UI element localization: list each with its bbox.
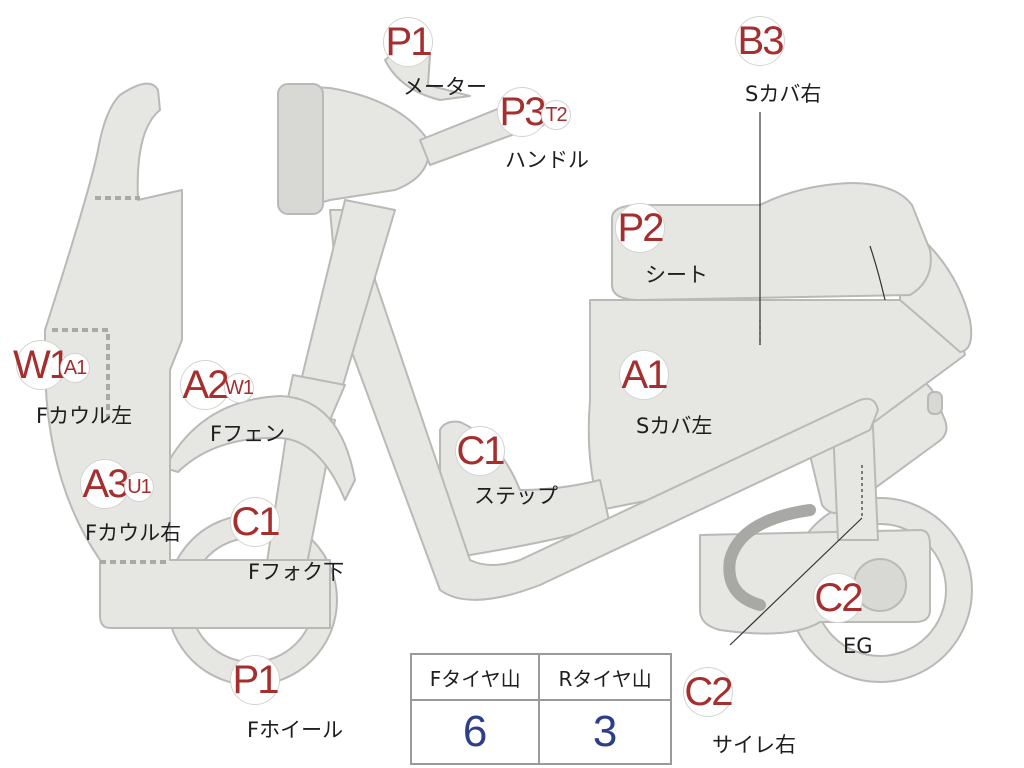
code-badge: A2 — [180, 360, 230, 410]
part-label-f-fork-lower: Fフォク下 — [248, 560, 345, 584]
code-badge: C2 — [683, 667, 734, 717]
front-fender — [164, 395, 356, 501]
part-label-f-wheel: Fホイール — [247, 718, 344, 742]
sub-code-badge: W1 — [224, 373, 254, 403]
sub-code-badge: T2 — [541, 100, 571, 130]
part-label-seat: シート — [645, 263, 708, 287]
code-badge: P1 — [383, 17, 433, 67]
muffler-pipe — [723, 504, 816, 611]
cowl-seam-mid — [52, 328, 110, 420]
marker-meter[interactable]: P1 — [383, 17, 433, 67]
marker-s-cover-right[interactable]: B3 — [735, 16, 785, 66]
part-label-meter: メーター — [403, 75, 487, 99]
part-label-f-fender: Fフェン — [210, 422, 286, 446]
part-label-engine: EG — [843, 634, 873, 658]
rear-tyre-header: Rタイヤ山 — [538, 653, 672, 701]
muffler-tip — [927, 391, 943, 415]
sub-code-badge: U1 — [124, 472, 154, 502]
marker-muffler-right[interactable]: C2 — [683, 667, 734, 717]
part-label-f-cowl-left: Fカウル左 — [36, 404, 133, 428]
front-tyre-header: Fタイヤ山 — [409, 653, 541, 701]
code-badge: W1 — [13, 340, 71, 390]
marker-f-wheel[interactable]: P1 — [230, 655, 280, 705]
marker-f-cowl-left[interactable]: W1 A1 — [13, 340, 90, 390]
part-label-f-cowl-right: Fカウル右 — [85, 521, 182, 545]
marker-f-cowl-right[interactable]: A3 U1 — [80, 459, 154, 509]
part-label-s-cover-left: Sカバ左 — [636, 414, 713, 438]
code-badge: P3 — [497, 87, 547, 137]
rear-tyre-value: 3 — [538, 699, 672, 765]
code-badge: C1 — [455, 426, 506, 476]
marker-seat[interactable]: P2 — [615, 203, 665, 253]
code-badge: P1 — [230, 655, 280, 705]
part-label-s-cover-right: Sカバ右 — [745, 82, 822, 106]
marker-handle[interactable]: P3 T2 — [497, 87, 571, 137]
front-tyre-value: 6 — [409, 699, 541, 765]
part-label-muffler-right: サイレ右 — [712, 733, 796, 757]
headlamp — [277, 83, 324, 215]
code-badge: P2 — [615, 203, 665, 253]
code-badge: A3 — [80, 459, 130, 509]
marker-f-fork-lower[interactable]: C1 — [230, 497, 281, 547]
marker-engine[interactable]: C2 — [813, 573, 864, 623]
code-badge: B3 — [735, 16, 785, 66]
muffler-leader — [729, 517, 863, 646]
part-label-handle: ハンドル — [505, 148, 589, 172]
part-label-step: ステップ — [474, 484, 558, 508]
frame — [329, 209, 879, 601]
marker-f-fender[interactable]: A2 W1 — [180, 360, 254, 410]
code-badge: A1 — [619, 350, 669, 400]
marker-s-cover-left[interactable]: A1 — [619, 350, 669, 400]
marker-step[interactable]: C1 — [455, 426, 506, 476]
code-badge: C1 — [230, 497, 281, 547]
code-badge: C2 — [813, 573, 864, 623]
sub-code-badge: A1 — [60, 353, 90, 383]
tyre-tread-table: Fタイヤ山 Rタイヤ山 6 3 — [409, 653, 672, 765]
